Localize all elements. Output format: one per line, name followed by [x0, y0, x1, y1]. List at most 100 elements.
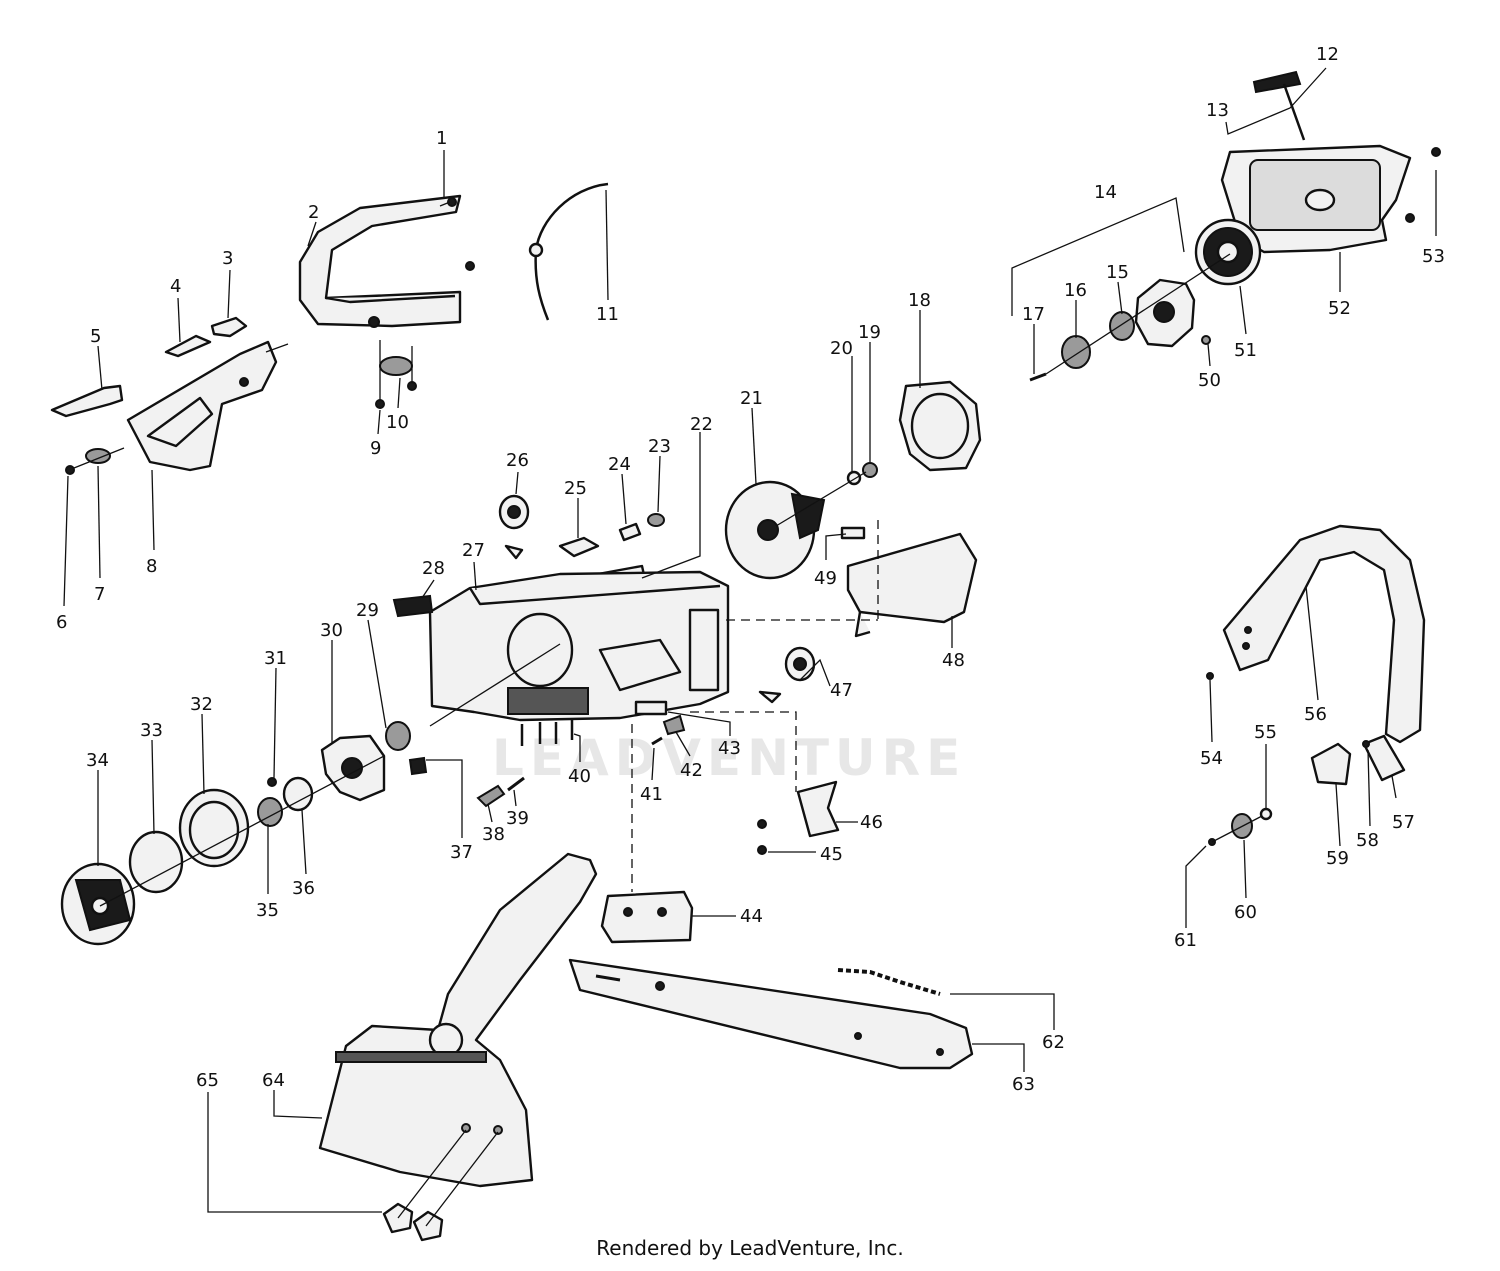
spring-part-10: [379, 356, 413, 376]
callout-25: 25: [564, 478, 587, 499]
screw-part-58: [1362, 740, 1370, 748]
front-handle-part: [1222, 524, 1426, 744]
callout-4: 4: [170, 276, 181, 297]
callout-35: 35: [256, 900, 279, 921]
nut-part-19: [862, 462, 878, 478]
clutch-plate-part-33: [128, 830, 184, 894]
bar-scabbard-part: [318, 852, 598, 1188]
nut-part-15: [1109, 311, 1135, 341]
callout-13: 13: [1206, 100, 1229, 121]
cylinder-cover-part: [846, 532, 978, 638]
callout-44: 44: [740, 906, 763, 927]
callout-43: 43: [718, 738, 741, 759]
callout-16: 16: [1064, 280, 1087, 301]
part-42: [662, 714, 686, 736]
part-drawings: [50, 70, 1441, 1242]
screw-part-41: [651, 736, 663, 746]
callout-12: 12: [1316, 44, 1339, 65]
callout-31: 31: [264, 648, 287, 669]
callout-47: 47: [830, 680, 853, 701]
part-49: [840, 526, 866, 540]
guide-bar-part: [568, 958, 974, 1070]
spring-part-7: [85, 448, 111, 464]
leader-lines: [63, 67, 1437, 1213]
callout-38: 38: [482, 824, 505, 845]
sprocket-part-29: [385, 721, 411, 751]
callout-50: 50: [1198, 370, 1221, 391]
callout-14: 14: [1094, 182, 1117, 203]
leadventure-watermark: LEADVENTURE: [492, 729, 966, 787]
callout-53: 53: [1422, 246, 1445, 267]
callout-1: 1: [436, 128, 447, 149]
callout-56: 56: [1304, 704, 1327, 725]
callout-49: 49: [814, 568, 837, 589]
callout-18: 18: [908, 290, 931, 311]
callout-45: 45: [820, 844, 843, 865]
callout-labels: 1 2 3 4 5 6 7 8 9 10 11 12 13 14 15 16 1…: [56, 44, 1445, 1095]
callout-3: 3: [222, 248, 233, 269]
hand-guard-part: [126, 340, 289, 472]
chain-catcher-part-46: [796, 780, 840, 838]
callout-61: 61: [1174, 930, 1197, 951]
callout-37: 37: [450, 842, 473, 863]
washer-part-36: [282, 776, 314, 812]
callout-48: 48: [942, 650, 965, 671]
starter-pulley-part: [1194, 218, 1262, 286]
callout-65: 65: [196, 1070, 219, 1091]
callout-58: 58: [1356, 830, 1379, 851]
callout-33: 33: [140, 720, 163, 741]
starter-pawl-plate: [1134, 278, 1196, 348]
clutch-part-34: [60, 862, 136, 946]
bar-nut-part-65b: [412, 1210, 444, 1242]
engine-housing-part: [428, 570, 730, 727]
pin-part-24: [618, 522, 642, 542]
part-37: [408, 756, 428, 776]
callout-63: 63: [1012, 1074, 1035, 1095]
callout-40: 40: [568, 766, 591, 787]
callout-19: 19: [858, 322, 881, 343]
part-59: [1310, 742, 1352, 786]
switch-part-28: [392, 594, 434, 618]
callout-32: 32: [190, 694, 213, 715]
callout-36: 36: [292, 878, 315, 899]
callout-6: 6: [56, 612, 67, 633]
clutch-drum-part-32: [178, 788, 250, 868]
callout-7: 7: [94, 584, 105, 605]
callout-28: 28: [422, 558, 445, 579]
screw-part-17: [1029, 372, 1047, 382]
callout-51: 51: [1234, 340, 1257, 361]
plate-part-43: [634, 700, 668, 716]
callout-62: 62: [1042, 1032, 1065, 1053]
callout-59: 59: [1326, 848, 1349, 869]
rear-handle-part: [298, 194, 475, 328]
callout-10: 10: [386, 412, 409, 433]
screw-part-6: [65, 465, 75, 475]
callout-21: 21: [740, 388, 763, 409]
callout-2: 2: [308, 202, 319, 223]
throttle-cable-part: [534, 182, 609, 321]
lever-part-4: [164, 334, 212, 358]
callout-17: 17: [1022, 304, 1045, 325]
callout-23: 23: [648, 436, 671, 457]
screw-part-39: [507, 776, 525, 792]
callout-34: 34: [86, 750, 109, 771]
callout-57: 57: [1392, 812, 1415, 833]
clip-part-25: [558, 536, 600, 558]
callout-64: 64: [262, 1070, 285, 1091]
washer-part-55: [1259, 807, 1273, 821]
callout-41: 41: [640, 784, 663, 805]
alignment-lines: [631, 520, 879, 892]
starter-housing-part: [1220, 70, 1441, 254]
screw-part-45: [757, 845, 767, 855]
primer-part-26: [498, 494, 530, 560]
part-57: [1362, 734, 1406, 782]
callout-26: 26: [506, 450, 529, 471]
callout-52: 52: [1328, 298, 1351, 319]
callout-46: 46: [860, 812, 883, 833]
callout-8: 8: [146, 556, 157, 577]
callout-30: 30: [320, 620, 343, 641]
callout-27: 27: [462, 540, 485, 561]
washer-part-50: [1201, 335, 1211, 345]
lever-part-3: [210, 316, 248, 338]
